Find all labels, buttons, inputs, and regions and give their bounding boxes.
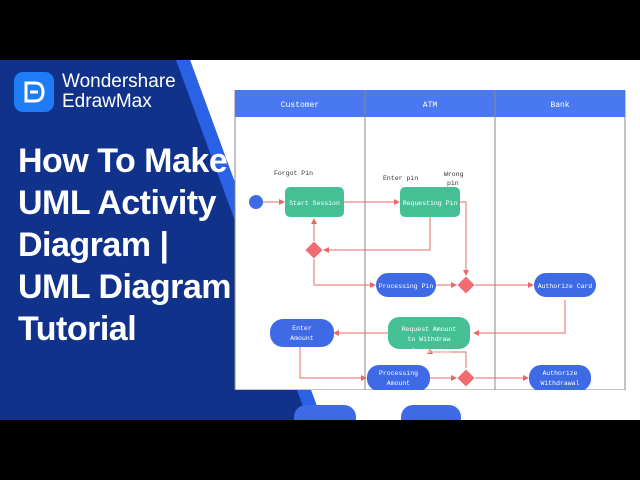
node-processing-withdrawal [401, 405, 461, 420]
title-line: UML Diagram [18, 268, 232, 306]
edge-label-wrong-pin: pin [447, 180, 459, 187]
node-label: Authorize Card [538, 283, 593, 290]
node-label: Authorize [542, 370, 577, 377]
node-request-amount [388, 317, 470, 349]
edge [299, 347, 367, 381]
decision-node [457, 369, 475, 387]
initial-node [249, 195, 263, 209]
brand: Wondershare EdrawMax [14, 72, 176, 112]
edge [460, 201, 469, 276]
letterbox-top [0, 0, 640, 60]
edge [323, 217, 431, 253]
thumbnail: Wondershare EdrawMax How To Make UML Act… [0, 60, 640, 420]
node-requesting-pin [400, 187, 460, 217]
lane-bank: Bank [550, 101, 569, 110]
edge-label-enter-pin: Enter pin [383, 175, 418, 182]
edge [427, 348, 467, 368]
title-line: Tutorial [18, 310, 137, 348]
node-get-cash [294, 405, 356, 420]
title-line: Diagram | [18, 226, 169, 264]
node-authorize-card [534, 273, 596, 297]
lane-header-bar [235, 90, 625, 117]
node-label: Withdrawal [540, 380, 579, 387]
edge-label-forgot-pin: Forgot Pin [274, 170, 313, 177]
decision-node [457, 276, 475, 294]
node-label: Processing [379, 370, 418, 377]
lane-atm: ATM [423, 101, 438, 110]
edge [313, 259, 376, 288]
edge [473, 300, 566, 336]
node-enter-amount [270, 319, 334, 347]
node-label: Enter [292, 325, 312, 332]
node-label: to Withdraw [408, 336, 451, 343]
node-label: Processing Pin [379, 283, 434, 290]
brand-line-2: EdrawMax [62, 91, 152, 112]
node-authorize-withdrawal [529, 365, 591, 390]
diagram-labels: Forgot Pin Enter pin Wrong pin Processin… [274, 170, 464, 365]
node-label: Amount [387, 380, 411, 387]
lane-customer: Customer [281, 101, 320, 110]
node-label: Processing [411, 348, 450, 355]
title-line: How To Make [18, 142, 228, 180]
brand-line-1: Wondershare [62, 71, 176, 92]
video-title: How To Make UML Activity Diagram | UML D… [18, 140, 268, 350]
node-processing-pin [376, 273, 436, 297]
node-label: Start Session [289, 200, 340, 207]
title-line: UML Activity [18, 184, 217, 222]
node-label: Withdrawal [411, 358, 450, 365]
uml-activity-diagram: Customer ATM Bank [234, 90, 626, 390]
node-processing-amount [367, 365, 430, 390]
node-label: Requesting Pin [403, 200, 458, 207]
node-label: Amount [290, 335, 314, 342]
node-label: Request Amount [402, 326, 457, 333]
uml-activity-diagram-lower [294, 405, 461, 420]
edge-label-wrong-pin: Wrong [444, 171, 464, 178]
edrawmax-logo-icon [14, 72, 54, 112]
letterbox-bottom [0, 420, 640, 480]
node-label: Get Cash [309, 355, 340, 362]
node-start-session [285, 187, 344, 217]
